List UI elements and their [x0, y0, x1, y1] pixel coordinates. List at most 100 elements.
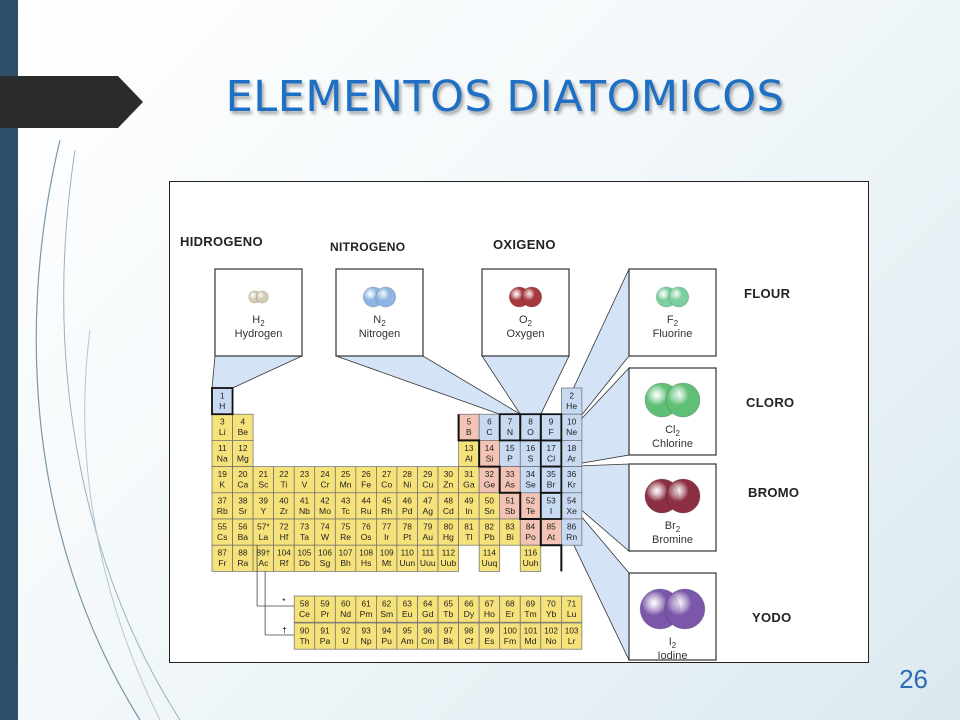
- element-symbol: Zn: [443, 480, 453, 490]
- atomic-number: 110: [401, 548, 415, 558]
- atomic-number: 58: [300, 599, 310, 609]
- element-symbol: No: [546, 636, 557, 646]
- atomic-number: 84: [526, 522, 536, 532]
- left-accent-bar: [0, 0, 18, 720]
- element-cell-p: 15P: [499, 440, 521, 467]
- atomic-number: 101: [524, 626, 538, 636]
- element-symbol: Ag: [423, 506, 434, 516]
- atomic-number: 72: [279, 522, 289, 532]
- atomic-number: 46: [403, 495, 413, 505]
- atomic-number: 61: [362, 599, 372, 609]
- element-symbol: Ni: [403, 480, 411, 490]
- element-symbol: Pt: [403, 532, 412, 542]
- element-symbol: Mo: [319, 506, 331, 516]
- atomic-number: 34: [526, 469, 536, 479]
- atomic-number: 106: [318, 548, 332, 558]
- atomic-number: 90: [300, 626, 310, 636]
- element-cell-b: 5B: [458, 413, 480, 441]
- atomic-number: 89†: [256, 548, 270, 558]
- element-symbol: C: [486, 427, 492, 437]
- atomic-number: 12: [238, 443, 248, 453]
- element-symbol: Cf: [465, 636, 474, 646]
- atomic-number: 107: [339, 548, 353, 558]
- element-symbol: Ra: [237, 558, 248, 568]
- atomic-number: 64: [423, 599, 433, 609]
- atomic-number: 96: [423, 626, 433, 636]
- atomic-number: 1: [220, 391, 225, 401]
- atomic-number: 6: [487, 417, 492, 427]
- element-symbol: I: [550, 506, 552, 516]
- element-symbol: Hs: [361, 558, 372, 568]
- slide-title: ELEMENTOS DIATOMICOS: [225, 72, 785, 122]
- atomic-number: 88: [238, 548, 248, 558]
- label-hidrogeno: HIDROGENO: [180, 234, 263, 249]
- element-symbol: In: [465, 506, 472, 516]
- atomic-number: 75: [341, 522, 351, 532]
- atomic-number: 51: [505, 495, 515, 505]
- atomic-number: 26: [362, 469, 372, 479]
- element-symbol: Br: [547, 480, 556, 490]
- atomic-number: 77: [382, 522, 392, 532]
- actinide-marker: †: [282, 626, 286, 635]
- element-symbol: Sr: [239, 506, 248, 516]
- atomic-number: 5: [467, 417, 472, 427]
- element-symbol: Se: [525, 480, 536, 490]
- atomic-number: 21: [259, 469, 269, 479]
- atom-sphere: [665, 382, 701, 418]
- element-cell-box: [478, 544, 501, 572]
- atomic-number: 20: [238, 469, 248, 479]
- element-symbol: Ga: [463, 480, 475, 490]
- atomic-number: 95: [403, 626, 413, 636]
- element-symbol: Xe: [566, 506, 577, 516]
- element-symbol: Si: [486, 453, 494, 463]
- atomic-number: 25: [341, 469, 351, 479]
- atomic-number: 63: [403, 599, 413, 609]
- atomic-number: 66: [464, 599, 474, 609]
- element-symbol: He: [566, 401, 577, 411]
- diatomic-highlight-h: [211, 387, 234, 416]
- atomic-number: 45: [382, 495, 392, 505]
- atomic-number: 70: [546, 599, 556, 609]
- molecule-name: Nitrogen: [359, 328, 401, 340]
- element-symbol: Uuu: [420, 558, 436, 568]
- atomic-number: 37: [218, 495, 228, 505]
- element-symbol: Sn: [484, 506, 495, 516]
- atomic-number: 108: [359, 548, 373, 558]
- element-symbol: Ru: [361, 506, 372, 516]
- atomic-number: 16: [526, 443, 536, 453]
- element-symbol: Co: [381, 480, 392, 490]
- atomic-number: 11: [218, 443, 227, 453]
- element-symbol: Np: [361, 636, 372, 646]
- atomic-number: 22: [279, 469, 289, 479]
- element-symbol: Am: [401, 636, 414, 646]
- element-symbol: Tm: [524, 609, 536, 619]
- atomic-number: 9: [549, 417, 554, 427]
- element-symbol: Be: [238, 427, 249, 437]
- element-symbol: As: [505, 480, 515, 490]
- atom-sphere: [664, 588, 706, 630]
- molecule-name: Hydrogen: [235, 328, 283, 340]
